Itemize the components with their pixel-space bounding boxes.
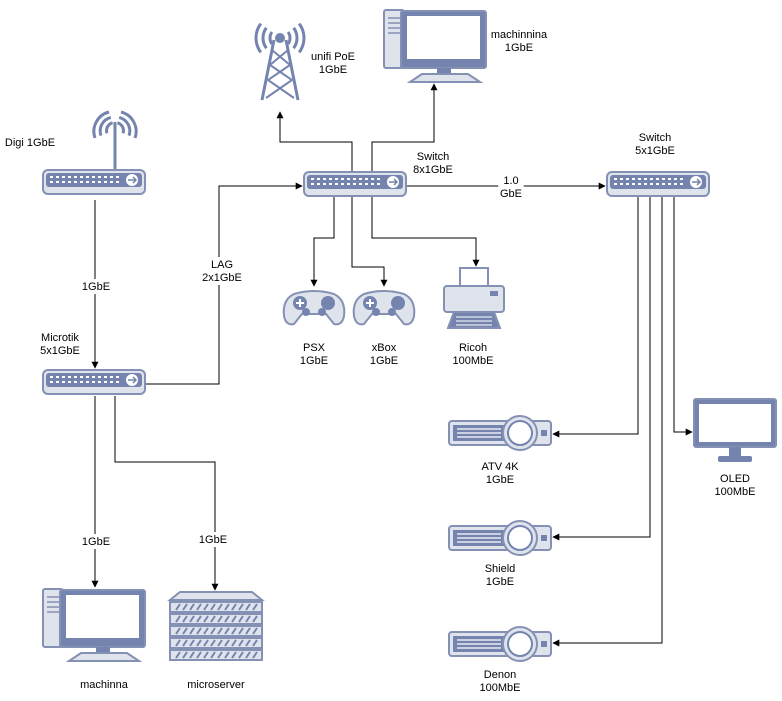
projector-icon [448, 520, 552, 556]
edge-label-bg [80, 534, 112, 549]
unifi-label-line-2: 1GbE [319, 64, 347, 76]
ricoh-label-line-1: Ricoh [459, 342, 487, 354]
right-switch-label-line-1: Switch [639, 132, 671, 144]
labels: Digi 1GbEMicrotik5x1GbESwitch8x1GbESwitc… [5, 29, 756, 694]
edge-label-microtik-switch-line-2: 2x1GbE [202, 272, 242, 284]
edge-label-microtik-microserver-line-1: 1GbE [199, 534, 227, 546]
projector-icon [448, 626, 552, 662]
edge-main-switch-machinnina [371, 83, 438, 172]
gamepad-icon [352, 290, 416, 326]
main-switch-label-line-2: 8x1GbE [413, 164, 453, 176]
switch-icon [606, 171, 710, 197]
monitor-oled [693, 398, 777, 462]
switch-icon [42, 369, 146, 395]
psx-label-line-2: 1GbE [300, 355, 328, 367]
atv4k-label-line-2: 1GbE [486, 474, 514, 486]
edge-label-switch-switch-line-1: 1.0 [503, 175, 518, 187]
denon-label-line-2: 100MbE [480, 682, 521, 694]
projector-atv4k [448, 415, 552, 451]
desktop-pc-machinna [42, 588, 146, 662]
edge-microtik-microserver [114, 396, 219, 591]
switch-icon [303, 171, 407, 197]
antenna-tower-icon [254, 22, 306, 101]
edge-label-bg [197, 532, 229, 547]
oled-label-line-2: 100MbE [715, 486, 756, 498]
edge-right-switch-oled [673, 196, 693, 436]
edge-label-switch-switch-line-2: GbE [500, 188, 522, 200]
edge-main-switch-psx [310, 196, 335, 287]
edge-right-switch-atv4k [552, 196, 639, 438]
desktop-pc-icon [383, 9, 487, 83]
switch-right-switch [606, 171, 710, 197]
main-switch-label-line-1: Switch [417, 151, 449, 163]
shield-label-line-2: 1GbE [486, 576, 514, 588]
right-switch-label-line-2: 5x1GbE [635, 145, 675, 157]
machinnina-label-line-1: machinnina [491, 29, 548, 41]
monitor-icon [693, 398, 777, 462]
projector-icon [448, 415, 552, 451]
machinnina-label-line-2: 1GbE [505, 42, 533, 54]
server-rack-microserver [167, 591, 265, 661]
digi-label-line-1: Digi 1GbE [5, 137, 55, 149]
atv4k-label-line-1: ATV 4K [481, 461, 519, 473]
switch-microtik [42, 369, 146, 395]
microserver-label-line-1: microserver [187, 679, 245, 691]
server-rack-icon [167, 591, 265, 661]
microtik-label-line-2: 5x1GbE [40, 345, 80, 357]
xbox-label-line-1: xBox [372, 342, 397, 354]
projector-shield [448, 520, 552, 556]
xbox-label-line-2: 1GbE [370, 355, 398, 367]
router-digi [42, 110, 146, 195]
denon-label-line-1: Denon [484, 669, 516, 681]
gamepad-icon [282, 290, 346, 326]
printer-icon [443, 267, 505, 329]
edge-label-bg [199, 257, 245, 285]
edge-right-switch-denon [552, 196, 663, 647]
edge-label-microtik-switch-line-1: LAG [211, 259, 233, 271]
desktop-pc-icon [42, 588, 146, 662]
projector-denon [448, 626, 552, 662]
ricoh-label-line-2: 100MbE [453, 355, 494, 367]
router-icon [42, 110, 146, 195]
edge-label-microtik-machinna-line-1: 1GbE [82, 536, 110, 548]
printer-ricoh [443, 267, 505, 329]
gamepad-xbox [352, 290, 416, 326]
devices [42, 9, 777, 662]
edge-label-bg [80, 279, 112, 294]
psx-label-line-1: PSX [303, 342, 326, 354]
antenna-tower-unifi [254, 22, 306, 101]
microtik-label-line-1: Microtik [41, 332, 79, 344]
switch-main-switch [303, 171, 407, 197]
shield-label-line-1: Shield [485, 563, 516, 575]
edge-main-switch-unifi [276, 111, 353, 172]
oled-label-line-1: OLED [720, 473, 750, 485]
edge-label-digi-microtik-line-1: 1GbE [82, 281, 110, 293]
edge-main-switch-xbox [351, 196, 388, 287]
desktop-pc-machinnina [383, 9, 487, 83]
edge-label-bg [498, 173, 524, 201]
edge-right-switch-shield [552, 196, 651, 541]
unifi-label-line-1: unifi PoE [311, 51, 355, 63]
gamepad-psx [282, 290, 346, 326]
machinna-label-line-1: machinna [80, 679, 129, 691]
edge-main-switch-ricoh [371, 196, 480, 267]
